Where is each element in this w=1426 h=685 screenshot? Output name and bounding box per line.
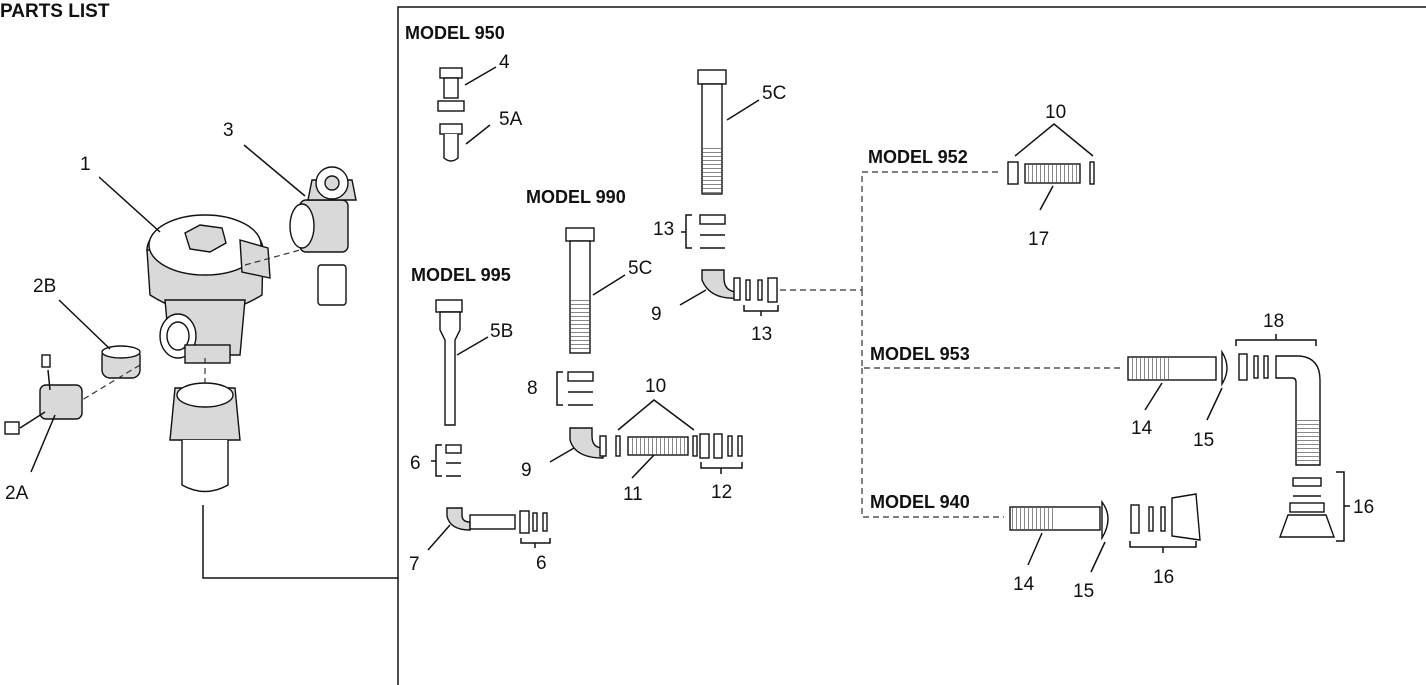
leader-7 bbox=[427, 524, 451, 551]
bracket-16-953 bbox=[1336, 471, 1350, 542]
callout-17: 17 bbox=[1028, 229, 1049, 250]
leader-4 bbox=[464, 66, 497, 86]
parts-frame bbox=[397, 6, 1426, 685]
tube-5C-990 bbox=[565, 227, 595, 354]
leader-14-940 bbox=[1027, 532, 1043, 566]
tailpiece-4 bbox=[437, 67, 465, 162]
nut-washer-6a bbox=[431, 444, 462, 477]
elbow-9-mid bbox=[569, 427, 607, 459]
callout-10-952: 10 bbox=[1045, 102, 1066, 123]
bracket-12 bbox=[700, 462, 743, 474]
callout-9-mid: 9 bbox=[521, 460, 532, 481]
nut-washer-8 bbox=[556, 371, 594, 406]
page-title: PARTS LIST bbox=[0, 1, 110, 22]
callout-2B: 2B bbox=[33, 276, 56, 297]
dash-to-952 bbox=[780, 171, 1002, 291]
parts-940 bbox=[1009, 493, 1201, 541]
callout-4: 4 bbox=[499, 52, 510, 73]
bracket-13b bbox=[743, 305, 779, 316]
callout-16-953: 16 bbox=[1353, 497, 1374, 518]
tube-5B bbox=[435, 299, 463, 426]
callout-15-953: 15 bbox=[1193, 430, 1214, 451]
model-990-label: MODEL 990 bbox=[526, 187, 626, 207]
bracket-18 bbox=[1235, 334, 1317, 346]
leader-5C-990 bbox=[592, 274, 626, 296]
leader-2A bbox=[30, 414, 56, 473]
parts-952 bbox=[1007, 161, 1095, 185]
flush-valve-body bbox=[146, 214, 271, 364]
nut-washer-13a bbox=[681, 214, 726, 249]
callout-13a: 13 bbox=[653, 219, 674, 240]
callout-5B: 5B bbox=[490, 321, 513, 342]
callout-12: 12 bbox=[711, 482, 732, 503]
model-950-label: MODEL 950 bbox=[405, 23, 505, 43]
leader-9-top bbox=[679, 289, 707, 306]
callout-13b: 13 bbox=[751, 324, 772, 345]
callout-2A: 2A bbox=[5, 483, 29, 504]
callout-6a: 6 bbox=[410, 453, 421, 474]
bracket-6b bbox=[520, 538, 551, 548]
leader-9-mid bbox=[549, 447, 575, 463]
callout-7: 7 bbox=[409, 554, 420, 575]
dash-to-940 bbox=[861, 368, 1004, 518]
connector-line bbox=[202, 505, 398, 579]
leader-2B bbox=[58, 299, 111, 350]
leader-10-mid bbox=[617, 399, 695, 431]
model-953-label: MODEL 953 bbox=[870, 344, 970, 364]
parts-953 bbox=[1127, 349, 1321, 466]
callout-8: 8 bbox=[527, 378, 538, 399]
leader-17 bbox=[1039, 185, 1054, 211]
rings-10-mid bbox=[615, 435, 698, 457]
callout-14-953: 14 bbox=[1131, 418, 1153, 439]
callout-15-940: 15 bbox=[1073, 581, 1094, 602]
strainer-body bbox=[169, 382, 241, 493]
model-952-label: MODEL 952 bbox=[868, 147, 968, 167]
fittings-6b bbox=[519, 510, 548, 534]
callout-18: 18 bbox=[1263, 311, 1284, 332]
control-stop-2A bbox=[4, 354, 83, 435]
fittings-12 bbox=[699, 433, 743, 459]
callout-5C-top: 5C bbox=[762, 83, 786, 104]
elbow-7 bbox=[446, 507, 516, 531]
solenoid-cap-2B bbox=[101, 345, 141, 379]
corrugated-tube-11 bbox=[627, 436, 689, 456]
callout-10-mid: 10 bbox=[645, 376, 666, 397]
callout-9-top: 9 bbox=[651, 304, 662, 325]
callout-1: 1 bbox=[80, 154, 91, 175]
callout-14-940: 14 bbox=[1013, 574, 1035, 595]
leader-15-953 bbox=[1206, 387, 1223, 421]
model-940-label: MODEL 940 bbox=[870, 492, 970, 512]
callout-16-940: 16 bbox=[1153, 567, 1174, 588]
leader-3 bbox=[243, 144, 306, 197]
bracket-16-940 bbox=[1129, 541, 1197, 553]
elbow-9-top bbox=[701, 269, 778, 303]
leader-1 bbox=[98, 176, 161, 233]
tube-5C-top bbox=[697, 69, 727, 195]
leader-5B bbox=[456, 336, 489, 356]
leader-5A bbox=[465, 124, 491, 145]
parts-16-953 bbox=[1279, 477, 1335, 538]
leader-14-953 bbox=[1144, 382, 1163, 411]
callout-11: 11 bbox=[623, 484, 643, 505]
leader-5C-top bbox=[726, 99, 760, 121]
model-995-label: MODEL 995 bbox=[411, 265, 511, 285]
leader-15-940 bbox=[1090, 541, 1106, 573]
callout-5A: 5A bbox=[499, 109, 523, 130]
stop-valve bbox=[289, 166, 357, 306]
leader-10-952 bbox=[1014, 123, 1094, 157]
leader-11 bbox=[631, 454, 655, 479]
valve-dash-lines bbox=[81, 249, 301, 401]
callout-3: 3 bbox=[223, 120, 234, 141]
callout-6b: 6 bbox=[536, 553, 547, 574]
callout-5C-990: 5C bbox=[628, 258, 652, 279]
dash-to-953 bbox=[861, 290, 1122, 369]
